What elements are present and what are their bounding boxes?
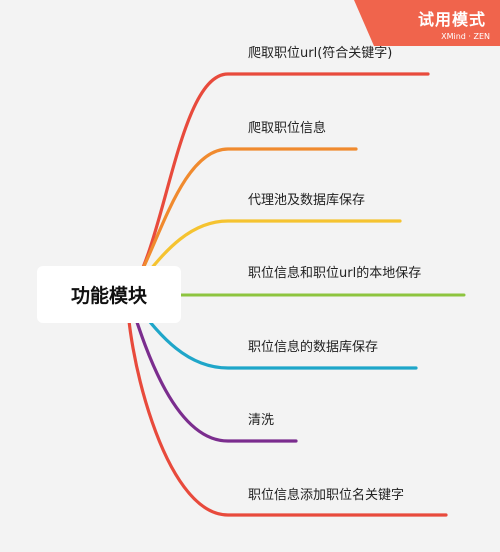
- trial-badge-brand: XMind · ZEN: [441, 32, 490, 41]
- branch-label-5[interactable]: 职位信息的数据库保存: [248, 340, 379, 355]
- branch-label-4[interactable]: 职位信息和职位url的本地保存: [248, 266, 422, 281]
- branch-label-2[interactable]: 爬取职位信息: [248, 121, 327, 136]
- trial-mode-badge[interactable]: 试用模式 XMind · ZEN: [354, 0, 500, 46]
- central-topic[interactable]: 功能模块: [37, 266, 181, 323]
- branch-connector-1: [126, 72, 430, 297]
- trial-badge-title: 试用模式: [417, 10, 486, 29]
- branch-label-6[interactable]: 清洗: [248, 413, 275, 428]
- branch-label-3[interactable]: 代理池及数据库保存: [248, 193, 366, 208]
- branch-label-1[interactable]: 爬取职位url(符合关键字): [248, 46, 393, 61]
- branch-label-7[interactable]: 职位信息添加职位名关键字: [248, 488, 405, 503]
- trial-badge-shape: [354, 0, 500, 46]
